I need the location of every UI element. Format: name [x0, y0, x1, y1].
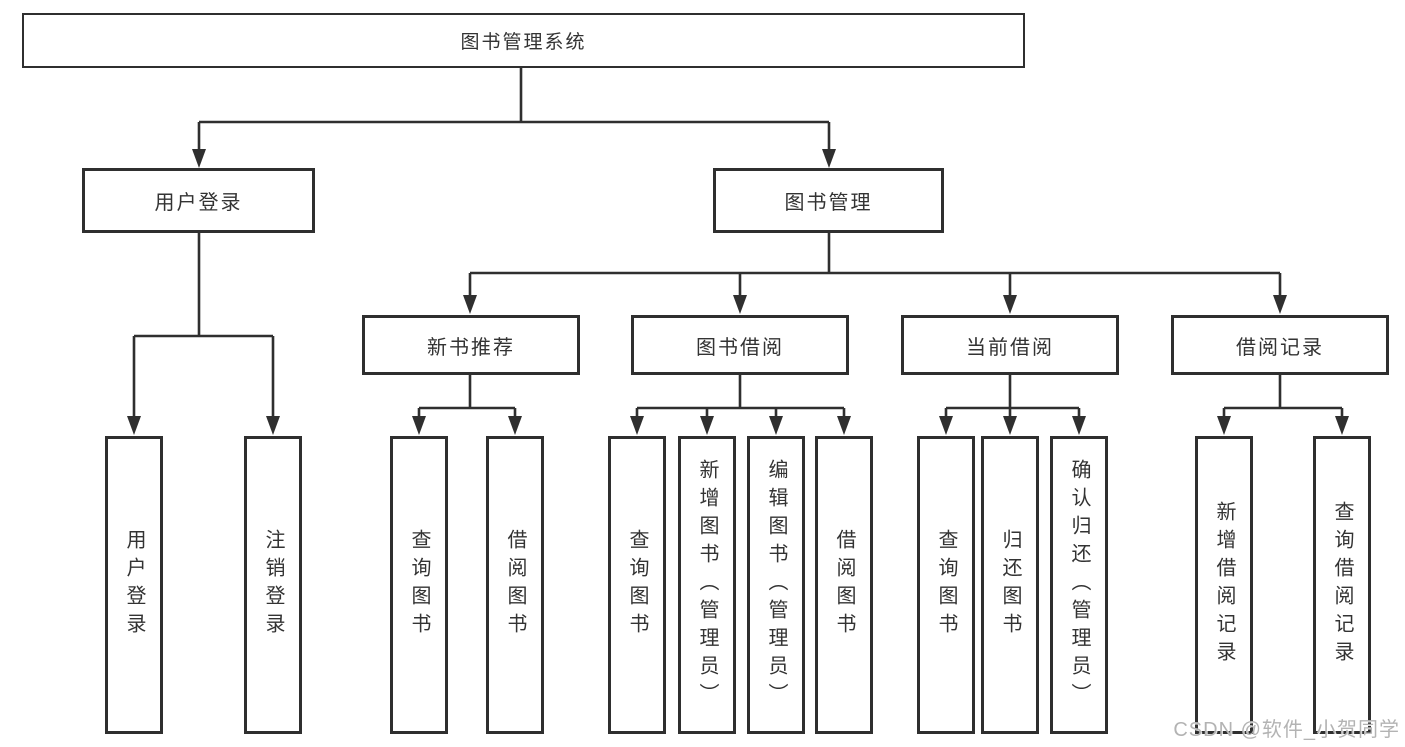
node-records-query-record: 查询借阅记录 — [1313, 436, 1371, 734]
node-borrowing-records: 借阅记录 — [1171, 315, 1389, 375]
node-current-query-books: 查询图书 — [917, 436, 975, 734]
node-label: 用户登录 — [154, 192, 243, 214]
node-label: 注销登录 — [262, 529, 284, 641]
node-login: 用户登录 — [105, 436, 163, 734]
node-label: 借阅记录 — [1236, 336, 1324, 359]
arrowhead — [192, 149, 206, 168]
node-user-login: 用户登录 — [82, 168, 315, 233]
arrowhead — [1072, 416, 1086, 435]
node-logout: 注销登录 — [244, 436, 302, 734]
node-borrowing-borrow-books: 借阅图书 — [815, 436, 873, 734]
node-book-borrowing: 图书借阅 — [631, 315, 849, 375]
arrowhead — [266, 416, 280, 435]
node-borrowing-query-books: 查询图书 — [608, 436, 666, 734]
arrowhead — [822, 149, 836, 168]
arrowhead — [463, 295, 477, 314]
node-label: 新书推荐 — [427, 336, 515, 359]
node-label: 查询图书 — [626, 529, 648, 641]
node-label: 借阅图书 — [504, 529, 526, 641]
node-current-borrowing: 当前借阅 — [901, 315, 1119, 375]
node-current-confirm-return-admin: 确认归还（管理员） — [1050, 436, 1108, 734]
node-label: 图书借阅 — [696, 336, 784, 359]
node-label: 新增借阅记录 — [1213, 501, 1235, 669]
arrowhead — [127, 416, 141, 435]
arrowhead — [1003, 416, 1017, 435]
node-label: 借阅图书 — [833, 529, 855, 641]
arrowhead — [1003, 295, 1017, 314]
arrowhead — [412, 416, 426, 435]
arrowhead — [1335, 416, 1349, 435]
arrowhead — [837, 416, 851, 435]
csdn-watermark: CSDN @软件_小贺同学 — [1173, 719, 1400, 741]
node-label: 查询图书 — [935, 529, 957, 641]
arrowhead — [769, 416, 783, 435]
arrowhead — [508, 416, 522, 435]
node-label: 查询图书 — [408, 529, 430, 641]
node-label: 用户登录 — [123, 529, 145, 641]
node-label: 图书管理系统 — [460, 32, 587, 53]
node-current-return-books: 归还图书 — [981, 436, 1039, 734]
node-records-add-record: 新增借阅记录 — [1195, 436, 1253, 734]
node-label: 确认归还（管理员） — [1068, 459, 1090, 711]
node-label: 查询借阅记录 — [1331, 501, 1353, 669]
node-label: 新增图书（管理员） — [696, 459, 718, 711]
node-label: 当前借阅 — [966, 336, 1054, 359]
node-label: 归还图书 — [999, 529, 1021, 641]
node-new-book-recommend: 新书推荐 — [362, 315, 580, 375]
node-book-management: 图书管理 — [713, 168, 944, 233]
arrowhead — [1217, 416, 1231, 435]
arrowhead — [1273, 295, 1287, 314]
arrowhead — [630, 416, 644, 435]
arrowhead — [700, 416, 714, 435]
node-system: 图书管理系统 — [22, 13, 1025, 68]
arrowhead — [939, 416, 953, 435]
node-recommend-borrow-books: 借阅图书 — [486, 436, 544, 734]
arrowhead — [733, 295, 747, 314]
node-recommend-query-books: 查询图书 — [390, 436, 448, 734]
node-borrowing-edit-books-admin: 编辑图书（管理员） — [747, 436, 805, 734]
node-label: 图书管理 — [784, 192, 873, 214]
node-label: 编辑图书（管理员） — [765, 459, 787, 711]
node-borrowing-add-books-admin: 新增图书（管理员） — [678, 436, 736, 734]
